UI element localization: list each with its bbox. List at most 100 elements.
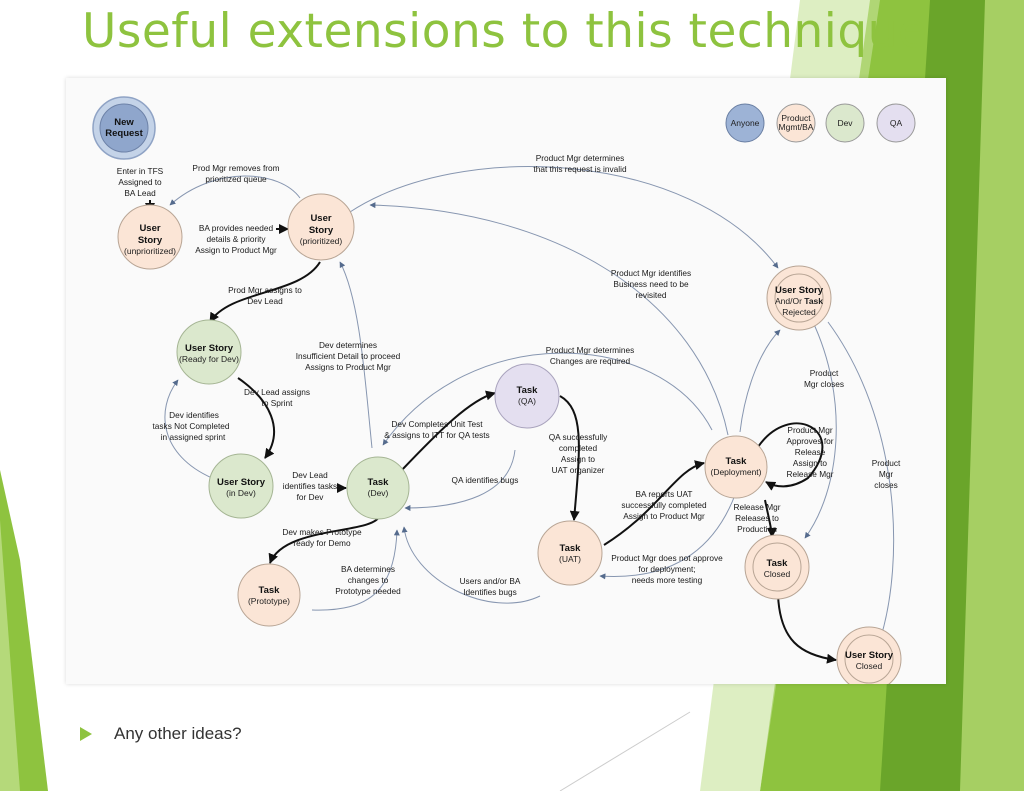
svg-text:User Story: User Story	[775, 285, 824, 296]
svg-text:(Prototype): (Prototype)	[248, 596, 290, 606]
svg-text:User Story: User Story	[845, 650, 894, 661]
svg-text:Task: Task	[259, 585, 281, 596]
svg-text:User: User	[139, 223, 160, 234]
edge-prod-assigns	[209, 261, 321, 323]
workflow-diagram: Anyone Product Mgmt/BA Dev QA New Reques…	[92, 96, 916, 684]
svg-text:Rejected: Rejected	[782, 307, 816, 317]
edge-pm-changes	[382, 352, 713, 446]
label-dev-completes: Dev Completes Unit Test& assigns to ITT …	[384, 419, 489, 440]
node-new-request: New Request	[92, 96, 156, 160]
svg-text:QA: QA	[890, 118, 903, 128]
node-us-ready: User Story (Ready for Dev)	[176, 319, 242, 385]
svg-text:Story: Story	[138, 235, 163, 246]
edge-dev-prototype	[268, 514, 381, 564]
svg-text:Task: Task	[517, 385, 539, 396]
svg-text:Task: Task	[767, 558, 789, 569]
svg-text:(in Dev): (in Dev)	[226, 488, 256, 498]
svg-text:Task: Task	[726, 456, 748, 467]
svg-text:Closed: Closed	[764, 569, 791, 579]
edge-qa-success	[559, 395, 580, 521]
node-task-qa: Task (QA)	[494, 363, 560, 429]
svg-text:(UAT): (UAT)	[559, 554, 581, 564]
edge-deploy-rejected	[739, 329, 781, 433]
svg-text:(Dev): (Dev)	[368, 488, 389, 498]
legend-product: Product Mgmt/BA	[776, 103, 816, 143]
node-us-indev: User Story (in Dev)	[208, 453, 274, 519]
edge-rejected-closed-1	[804, 319, 837, 539]
edge-users-bugs	[401, 526, 541, 604]
node-us-prioritized: User Story (prioritized)	[287, 193, 355, 261]
edge-pm-revisited	[369, 202, 729, 436]
secondary-flows	[164, 166, 895, 641]
edge-ba-uat	[603, 460, 705, 546]
svg-text:(QA): (QA)	[518, 396, 536, 406]
svg-text:User Story: User Story	[217, 477, 266, 488]
label-qa-bugs: QA identifies bugs	[452, 475, 519, 485]
node-us-closed: User Story Closed	[836, 626, 902, 684]
slide-title: Useful extensions to this technique	[82, 4, 928, 59]
edge-prod-removes	[169, 175, 301, 206]
node-task-deployment: Task (Deployment)	[704, 435, 768, 499]
svg-text:(unprioritized): (unprioritized)	[124, 246, 176, 256]
edge-dev-insufficient	[339, 261, 373, 449]
edge-dev-completes	[399, 390, 496, 473]
svg-text:Anyone: Anyone	[731, 118, 760, 128]
edge-qa-bugs	[404, 449, 516, 511]
svg-text:(Ready for Dev): (Ready for Dev)	[179, 354, 239, 364]
svg-text:(Deployment): (Deployment)	[710, 467, 761, 477]
legend: Anyone Product Mgmt/BA Dev QA	[725, 103, 916, 143]
svg-text:And/Or Task: And/Or Task	[775, 296, 823, 306]
svg-text:New: New	[114, 117, 134, 128]
node-us-unprioritized: User Story (unprioritized)	[117, 204, 183, 270]
node-task-closed: Task Closed	[744, 534, 810, 600]
svg-text:Task: Task	[368, 477, 390, 488]
svg-text:Closed: Closed	[856, 661, 883, 671]
svg-text:Request: Request	[105, 128, 143, 139]
svg-text:Mgmt/BA: Mgmt/BA	[779, 122, 814, 132]
edge-dev-not-completed	[164, 379, 213, 479]
bullet-arrow-icon	[80, 727, 92, 741]
node-task-prototype: Task (Prototype)	[237, 563, 301, 627]
bg-line	[559, 711, 691, 791]
svg-text:Story: Story	[309, 225, 334, 236]
svg-text:Product: Product	[781, 113, 811, 123]
legend-qa: QA	[876, 103, 916, 143]
legend-dev: Dev	[825, 103, 865, 143]
node-task-dev: Task (Dev)	[346, 456, 410, 520]
svg-text:Task: Task	[560, 543, 582, 554]
svg-text:Dev: Dev	[837, 118, 853, 128]
bg-shape-right-4	[960, 0, 1024, 791]
edge-pm-not-approve	[599, 494, 736, 580]
svg-text:(prioritized): (prioritized)	[300, 236, 343, 246]
edge-ba-changes	[311, 529, 400, 611]
workflow-diagram-panel: Anyone Product Mgmt/BA Dev QA New Reques…	[66, 78, 946, 684]
edge-pm-invalid	[349, 166, 779, 269]
bullet-item: Any other ideas?	[114, 724, 242, 743]
edge-release-approves	[757, 422, 824, 491]
primary-flows	[145, 200, 837, 664]
legend-anyone: Anyone	[725, 103, 765, 143]
edge-closed-usclosed	[777, 594, 837, 664]
edge-dev-lead-sprint	[237, 377, 275, 459]
svg-text:User: User	[310, 213, 331, 224]
node-us-rejected: User Story And/Or Task Rejected	[766, 265, 832, 331]
